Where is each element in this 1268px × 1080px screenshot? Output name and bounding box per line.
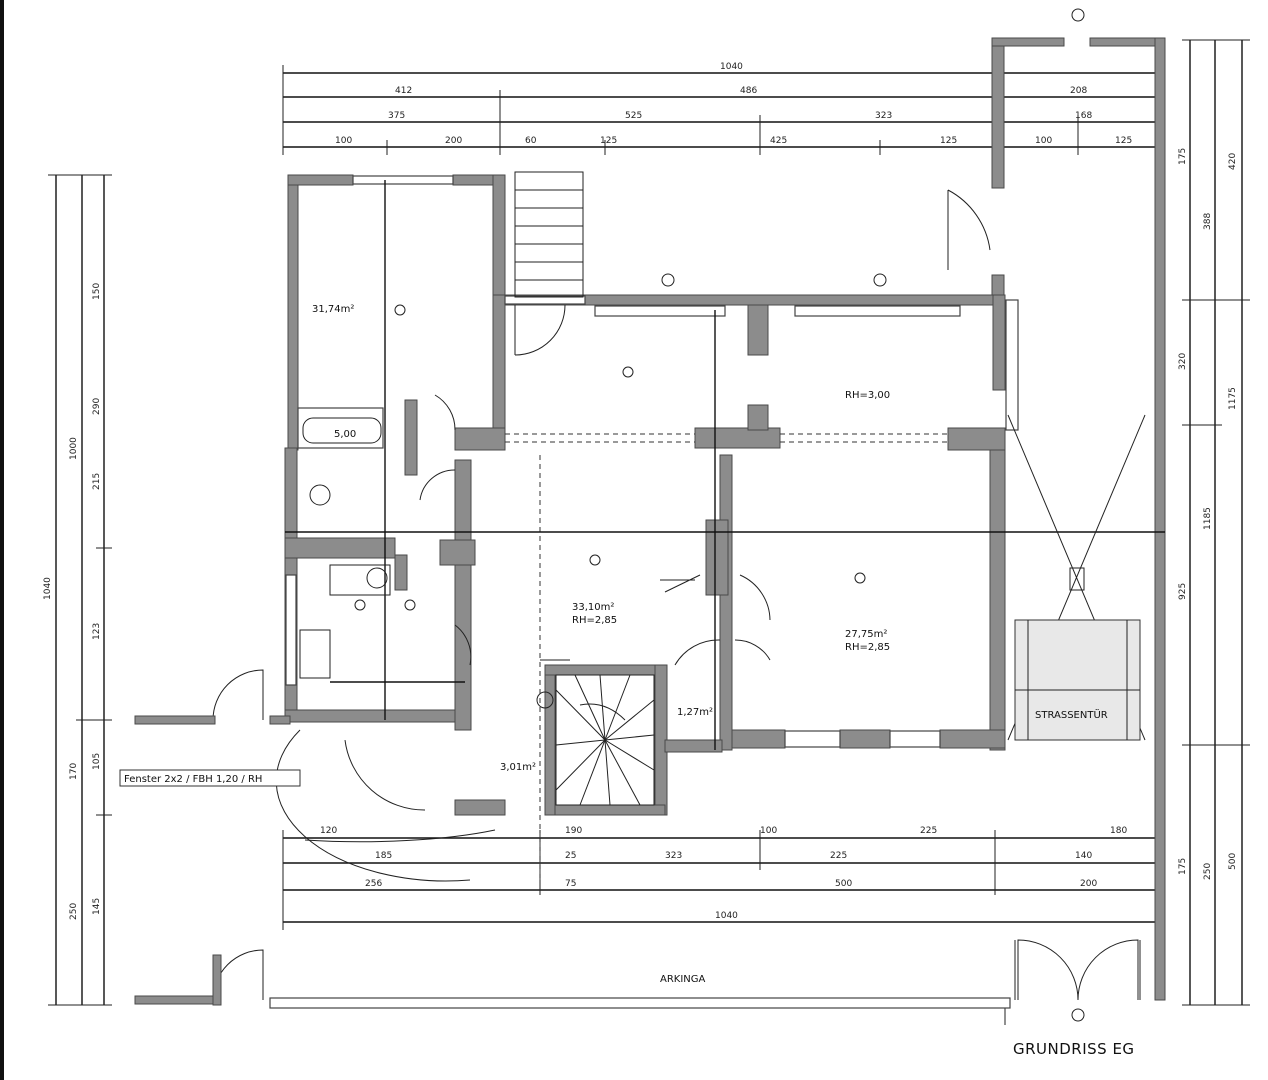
svg-text:425: 425 (770, 136, 787, 146)
svg-text:170: 170 (69, 763, 79, 780)
svg-text:256: 256 (365, 879, 382, 889)
svg-text:190: 190 (565, 826, 582, 836)
svg-text:125: 125 (1115, 136, 1132, 146)
svg-text:250: 250 (69, 903, 79, 920)
garage-boundary-walls (991, 37, 1166, 1001)
room-b-area: 33,10m² (572, 602, 614, 613)
room-c-height: RH=2,85 (845, 642, 890, 653)
fixtures (299, 417, 554, 709)
svg-text:123: 123 (92, 623, 102, 640)
svg-text:323: 323 (875, 111, 892, 121)
svg-text:1185: 1185 (1203, 507, 1213, 530)
svg-text:500: 500 (1228, 853, 1238, 870)
svg-text:1040: 1040 (43, 577, 53, 600)
room-c-area: 27,75m² (845, 629, 887, 640)
svg-text:105: 105 (92, 753, 102, 770)
svg-text:125: 125 (600, 136, 617, 146)
svg-text:175: 175 (1178, 858, 1188, 875)
svg-text:175: 175 (1178, 148, 1188, 165)
room-labels: 31,74m² 33,10m² RH=2,85 27,75m² RH=2,85 … (312, 304, 890, 773)
carport: STRASSENTÜR (1007, 414, 1146, 741)
svg-text:200: 200 (445, 136, 462, 146)
spiral-stairs (555, 674, 655, 806)
svg-text:225: 225 (830, 851, 847, 861)
door-swings (212, 189, 1139, 1025)
svg-text:388: 388 (1203, 213, 1213, 230)
svg-text:323: 323 (665, 851, 682, 861)
stair-area: 3,01m² (500, 762, 536, 773)
bottom-dimension-lines: 120 190 100 225 180 185 25 323 225 140 2… (282, 826, 1166, 930)
left-dimension-lines: 1040 1000 170 250 150 290 215 123 105 14… (43, 174, 112, 1006)
windows (285, 175, 1019, 748)
svg-text:250: 250 (1203, 863, 1213, 880)
svg-text:320: 320 (1178, 353, 1188, 370)
site-walls (134, 715, 1141, 1009)
entry-stairs (514, 171, 584, 298)
svg-text:208: 208 (1070, 86, 1087, 96)
svg-text:120: 120 (320, 826, 337, 836)
svg-text:290: 290 (92, 398, 102, 415)
room-b-height: RH=2,85 (572, 615, 617, 626)
svg-text:1040: 1040 (720, 62, 743, 72)
street-label: ARKINGA (660, 974, 706, 985)
svg-text:125: 125 (940, 136, 957, 146)
svg-text:150: 150 (92, 283, 102, 300)
svg-text:145: 145 (92, 898, 102, 915)
drawing-title: GRUNDRISS EG (1013, 1040, 1135, 1058)
svg-text:140: 140 (1075, 851, 1092, 861)
terrace-label: STRASSENTÜR (1035, 708, 1108, 721)
note-box-text: Fenster 2x2 / FBH 1,20 / RH (124, 774, 262, 785)
svg-text:1040: 1040 (715, 911, 738, 921)
room-d-height: RH=3,00 (845, 390, 890, 401)
bath-tub-label: 5,00 (334, 429, 356, 440)
svg-text:75: 75 (565, 879, 576, 889)
svg-text:925: 925 (1178, 583, 1188, 600)
svg-text:420: 420 (1228, 153, 1238, 170)
svg-text:500: 500 (835, 879, 852, 889)
svg-text:180: 180 (1110, 826, 1127, 836)
svg-text:375: 375 (388, 111, 405, 121)
svg-text:60: 60 (525, 136, 537, 146)
svg-text:200: 200 (1080, 879, 1097, 889)
svg-text:1000: 1000 (69, 437, 79, 460)
wc-area: 1,27m² (677, 707, 713, 718)
svg-text:100: 100 (760, 826, 777, 836)
svg-text:100: 100 (335, 136, 352, 146)
note-box: Fenster 2x2 / FBH 1,20 / RH (119, 769, 301, 787)
image-left-border (0, 0, 4, 1080)
svg-text:486: 486 (740, 86, 757, 96)
svg-text:215: 215 (92, 473, 102, 490)
svg-text:168: 168 (1075, 111, 1092, 121)
svg-text:225: 225 (920, 826, 937, 836)
right-dimension-lines: 420 1175 500 388 1185 250 175 320 925 17… (1178, 39, 1250, 1006)
svg-text:1175: 1175 (1228, 387, 1238, 410)
room-a-area: 31,74m² (312, 304, 354, 315)
section-lines (285, 180, 1165, 750)
svg-text:185: 185 (375, 851, 392, 861)
exterior-walls (284, 174, 1006, 816)
svg-text:412: 412 (395, 86, 412, 96)
svg-text:25: 25 (565, 851, 576, 861)
svg-text:100: 100 (1035, 136, 1052, 146)
top-dimension-lines: 1040 412 486 208 375 525 323 168 100 200… (282, 62, 1166, 155)
svg-text:525: 525 (625, 111, 642, 121)
electrical-symbols (354, 8, 1085, 1022)
beam-lines (505, 433, 948, 880)
